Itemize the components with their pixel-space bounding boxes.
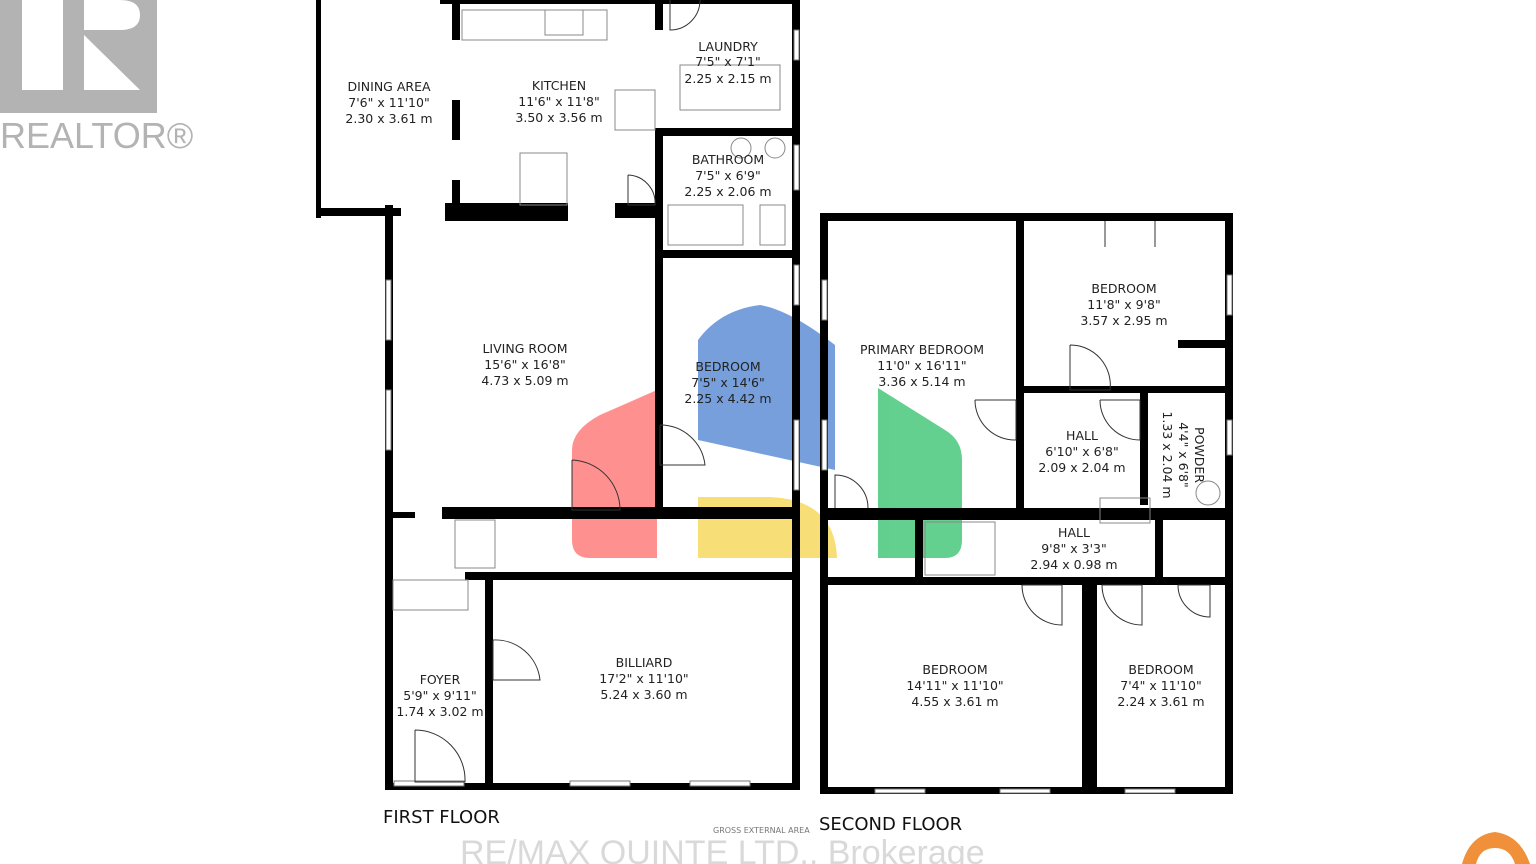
svg-text:FOYER: FOYER <box>420 672 461 687</box>
svg-text:LIVING ROOM: LIVING ROOM <box>482 341 567 356</box>
svg-text:5'9" x 9'11": 5'9" x 9'11" <box>403 688 476 703</box>
room-bedroom-southeast: BEDROOM 7'4" x 11'10" 2.24 x 3.61 m <box>1117 662 1204 709</box>
svg-text:7'5" x 6'9": 7'5" x 6'9" <box>695 168 761 183</box>
svg-text:KITCHEN: KITCHEN <box>532 78 586 93</box>
svg-text:2.30 x 3.61 m: 2.30 x 3.61 m <box>345 111 432 126</box>
svg-text:2.24 x 3.61 m: 2.24 x 3.61 m <box>1117 694 1204 709</box>
room-living-room: LIVING ROOM 15'6" x 16'8" 4.73 x 5.09 m <box>481 341 568 388</box>
svg-text:BILLIARD: BILLIARD <box>616 655 673 670</box>
svg-text:BEDROOM: BEDROOM <box>1091 281 1156 296</box>
svg-text:2.25 x 2.15 m: 2.25 x 2.15 m <box>684 71 771 86</box>
svg-text:DINING AREA: DINING AREA <box>347 79 430 94</box>
svg-text:BEDROOM: BEDROOM <box>922 662 987 677</box>
room-bedroom-southwest: BEDROOM 14'11" x 11'10" 4.55 x 3.61 m <box>906 662 1003 709</box>
svg-text:17'2" x 11'10": 17'2" x 11'10" <box>599 671 688 686</box>
gross-external-area-label: GROSS EXTERNAL AREA <box>713 826 810 835</box>
room-powder: POWDER 4'4" x 6'8" 1.33 x 2.04 m <box>1160 411 1207 498</box>
orange-brand-icon <box>1462 832 1530 864</box>
room-hall-lower: HALL 9'8" x 3'3" 2.94 x 0.98 m <box>1030 525 1117 572</box>
svg-text:7'5" x 14'6": 7'5" x 14'6" <box>691 375 764 390</box>
room-kitchen: KITCHEN 11'6" x 11'8" 3.50 x 3.56 m <box>515 78 602 125</box>
brokerage-watermark: RE/MAX QUINTE LTD., Brokerage <box>460 834 985 864</box>
svg-text:2.94 x 0.98 m: 2.94 x 0.98 m <box>1030 557 1117 572</box>
svg-text:BATHROOM: BATHROOM <box>692 152 764 167</box>
room-hall-upper: HALL 6'10" x 6'8" 2.09 x 2.04 m <box>1038 428 1125 475</box>
room-bathroom: BATHROOM 7'5" x 6'9" 2.25 x 2.06 m <box>684 152 771 199</box>
svg-text:11'8" x 9'8": 11'8" x 9'8" <box>1087 297 1160 312</box>
svg-text:1.33 x 2.04 m: 1.33 x 2.04 m <box>1160 411 1175 498</box>
svg-text:HALL: HALL <box>1058 525 1090 540</box>
svg-text:14'11" x 11'10": 14'11" x 11'10" <box>906 678 1003 693</box>
svg-text:7'5" x 7'1": 7'5" x 7'1" <box>695 54 761 69</box>
svg-text:3.57 x 2.95 m: 3.57 x 2.95 m <box>1080 313 1167 328</box>
svg-text:LAUNDRY: LAUNDRY <box>698 39 758 54</box>
svg-text:15'6" x 16'8": 15'6" x 16'8" <box>484 357 565 372</box>
room-bedroom-northeast: BEDROOM 11'8" x 9'8" 3.57 x 2.95 m <box>1080 281 1167 328</box>
svg-text:BEDROOM: BEDROOM <box>1128 662 1193 677</box>
svg-text:POWDER: POWDER <box>1192 427 1207 483</box>
svg-text:4.55 x 3.61 m: 4.55 x 3.61 m <box>911 694 998 709</box>
svg-text:BEDROOM: BEDROOM <box>695 359 760 374</box>
first-floor-walls <box>316 0 800 790</box>
room-laundry: LAUNDRY 7'5" x 7'1" 2.25 x 2.15 m <box>684 39 771 86</box>
svg-text:9'8" x 3'3": 9'8" x 3'3" <box>1041 541 1107 556</box>
svg-text:1.74 x 3.02 m: 1.74 x 3.02 m <box>396 704 483 719</box>
svg-text:11'6" x 11'8": 11'6" x 11'8" <box>518 94 599 109</box>
svg-text:2.25 x 4.42 m: 2.25 x 4.42 m <box>684 391 771 406</box>
room-primary-bedroom: PRIMARY BEDROOM 11'0" x 16'11" 3.36 x 5.… <box>860 342 984 389</box>
first-floor-label: FIRST FLOOR <box>383 807 500 828</box>
svg-text:PRIMARY BEDROOM: PRIMARY BEDROOM <box>860 342 984 357</box>
room-foyer: FOYER 5'9" x 9'11" 1.74 x 3.02 m <box>396 672 483 719</box>
svg-text:5.24 x 3.60 m: 5.24 x 3.60 m <box>600 687 687 702</box>
second-floor-label: SECOND FLOOR <box>819 814 962 835</box>
svg-text:2.25 x 2.06 m: 2.25 x 2.06 m <box>684 184 771 199</box>
second-floor-walls <box>820 213 1233 794</box>
room-billiard: BILLIARD 17'2" x 11'10" 5.24 x 3.60 m <box>599 655 688 702</box>
realtor-logo-text: REALTOR® <box>0 115 193 156</box>
svg-text:4.73 x 5.09 m: 4.73 x 5.09 m <box>481 373 568 388</box>
room-bedroom-first-floor: BEDROOM 7'5" x 14'6" 2.25 x 4.42 m <box>684 359 771 406</box>
room-dining-area: DINING AREA 7'6" x 11'10" 2.30 x 3.61 m <box>345 79 432 126</box>
svg-text:3.36 x 5.14 m: 3.36 x 5.14 m <box>878 374 965 389</box>
svg-text:7'4" x 11'10": 7'4" x 11'10" <box>1120 678 1201 693</box>
svg-text:11'0" x 16'11": 11'0" x 16'11" <box>877 358 966 373</box>
realtor-logo: REALTOR® <box>0 0 193 156</box>
svg-text:2.09 x 2.04 m: 2.09 x 2.04 m <box>1038 460 1125 475</box>
svg-text:4'4" x 6'8": 4'4" x 6'8" <box>1176 422 1191 488</box>
svg-text:6'10" x 6'8": 6'10" x 6'8" <box>1045 444 1118 459</box>
svg-text:HALL: HALL <box>1066 428 1098 443</box>
svg-text:3.50 x 3.56 m: 3.50 x 3.56 m <box>515 110 602 125</box>
svg-text:7'6" x 11'10": 7'6" x 11'10" <box>348 95 429 110</box>
